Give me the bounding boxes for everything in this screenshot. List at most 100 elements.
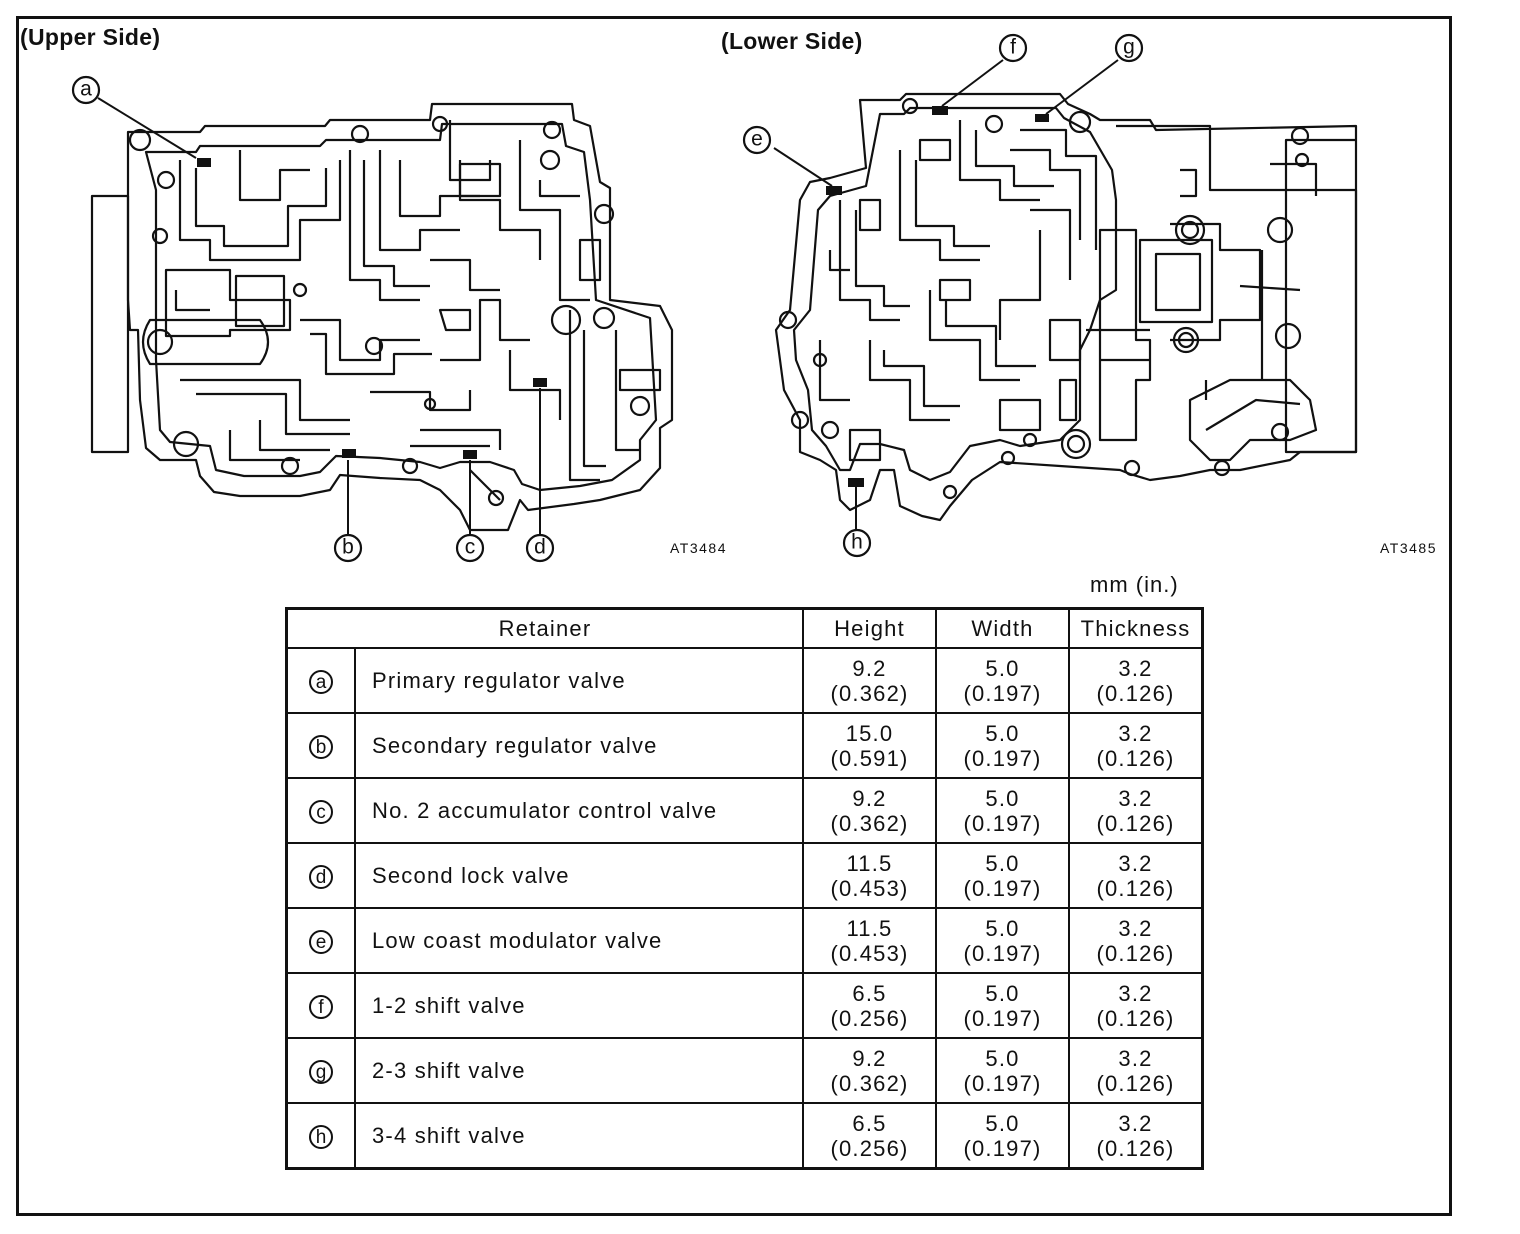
callout-d: d (525, 533, 555, 563)
row-width-mm: 5.0 (985, 720, 1020, 746)
row-width-mm: 5.0 (985, 915, 1020, 941)
row-thickness-cell: 3.2(0.126) (1068, 842, 1204, 909)
svg-text:c: c (465, 536, 476, 559)
row-height-cell: 6.5(0.256) (802, 972, 937, 1039)
row-width-in: (0.197) (963, 1135, 1042, 1161)
row-height-mm: 11.5 (846, 850, 893, 876)
header-height: Height (802, 607, 937, 649)
row-width-cell: 5.0(0.197) (935, 907, 1070, 974)
row-width-cell: 5.0(0.197) (935, 647, 1070, 714)
table-row: h 3-4 shift valve 6.5(0.256) 5.0(0.197)3.2(… (285, 1102, 1204, 1170)
row-thickness-mm: 3.2 (1118, 785, 1153, 811)
callout-h: h (842, 528, 872, 558)
row-retainer-name: Primary regulator valve (354, 647, 804, 714)
valve-body-diagrams: a b c d e f g h (71, 33, 1358, 563)
row-thickness-mm: 3.2 (1118, 915, 1153, 941)
row-height-mm: 6.5 (852, 1110, 887, 1136)
row-height-in: (0.256) (830, 1135, 909, 1161)
callout-f: f (998, 33, 1028, 63)
svg-text:e: e (751, 128, 763, 151)
row-height-in: (0.591) (830, 745, 909, 771)
row-width-cell: 5.0(0.197) (935, 1037, 1070, 1104)
row-width-in: (0.197) (963, 875, 1042, 901)
row-thickness-mm: 3.2 (1118, 980, 1153, 1006)
row-width-cell: 5.0(0.197) (935, 842, 1070, 909)
row-height-mm: 11.5 (846, 915, 893, 941)
header-thickness: Thickness (1068, 607, 1204, 649)
row-retainer-name: Low coast modulator valve (354, 907, 804, 974)
lower-valve-body (774, 92, 1358, 522)
row-thickness-in: (0.126) (1096, 1070, 1175, 1096)
row-height-in: (0.362) (830, 680, 909, 706)
row-key-cell: d (285, 842, 356, 909)
row-thickness-cell: 3.2(0.126) (1068, 972, 1204, 1039)
units-label: mm (in.) (1090, 572, 1179, 597)
callout-c: c (455, 533, 485, 563)
row-key-cell: b (285, 712, 356, 779)
row-key-badge: h (309, 1124, 333, 1149)
row-height-cell: 15.0(0.591) (802, 712, 937, 779)
row-width-in: (0.197) (963, 940, 1042, 966)
row-height-cell: 11.5(0.453) (802, 907, 937, 974)
row-thickness-in: (0.126) (1096, 810, 1175, 836)
row-retainer-name: 2-3 shift valve (354, 1037, 804, 1104)
lower-side-label: (Lower Side) (721, 28, 863, 54)
row-key-cell: g (285, 1037, 356, 1104)
row-thickness-in: (0.126) (1096, 875, 1175, 901)
header-retainer: Retainer (285, 607, 804, 649)
row-key-badge: c (309, 799, 333, 824)
row-key-cell: h (285, 1102, 356, 1170)
row-height-mm: 9.2 (852, 655, 887, 681)
figure-frame (16, 16, 1452, 1216)
row-height-in: (0.362) (830, 1070, 909, 1096)
row-thickness-in: (0.126) (1096, 1135, 1175, 1161)
row-thickness-cell: 3.2(0.126) (1068, 1102, 1204, 1170)
callout-g: g (1114, 33, 1144, 63)
row-retainer-name: No. 2 accumulator control valve (354, 777, 804, 844)
svg-text:f: f (1010, 36, 1016, 59)
row-height-cell: 11.5(0.453) (802, 842, 937, 909)
row-thickness-cell: 3.2(0.126) (1068, 647, 1204, 714)
upper-retainer-markers (197, 158, 547, 459)
row-height-mm: 15.0 (845, 720, 894, 746)
svg-text:g: g (1123, 36, 1135, 59)
row-thickness-mm: 3.2 (1118, 655, 1153, 681)
upper-valve-body (90, 102, 674, 532)
row-width-mm: 5.0 (985, 980, 1020, 1006)
row-retainer-name: 3-4 shift valve (354, 1102, 804, 1170)
row-thickness-cell: 3.2(0.126) (1068, 712, 1204, 779)
row-width-in: (0.197) (963, 680, 1042, 706)
row-height-in: (0.453) (830, 875, 909, 901)
row-key-badge: f (309, 994, 333, 1019)
upper-side-label: (Upper Side) (20, 24, 161, 50)
callout-a: a (71, 75, 101, 105)
row-width-cell: 5.0(0.197) (935, 972, 1070, 1039)
row-thickness-in: (0.126) (1096, 1005, 1175, 1031)
row-thickness-mm: 3.2 (1118, 720, 1153, 746)
row-height-cell: 9.2(0.362) (802, 1037, 937, 1104)
svg-text:d: d (534, 536, 546, 559)
row-key-badge: g (309, 1059, 333, 1084)
row-width-in: (0.197) (963, 745, 1042, 771)
svg-text:b: b (342, 536, 354, 559)
row-thickness-mm: 3.2 (1118, 850, 1153, 876)
row-height-cell: 9.2(0.362) (802, 777, 937, 844)
row-key-badge: e (309, 929, 333, 954)
upper-figure-code: AT3484 (670, 540, 727, 556)
row-retainer-name: Secondary regulator valve (354, 712, 804, 779)
row-width-cell: 5.0(0.197) (935, 1102, 1070, 1170)
row-width-in: (0.197) (963, 1070, 1042, 1096)
row-thickness-cell: 3.2(0.126) (1068, 1037, 1204, 1104)
row-width-cell: 5.0(0.197) (935, 712, 1070, 779)
row-width-in: (0.197) (963, 810, 1042, 836)
row-height-mm: 6.5 (852, 980, 887, 1006)
